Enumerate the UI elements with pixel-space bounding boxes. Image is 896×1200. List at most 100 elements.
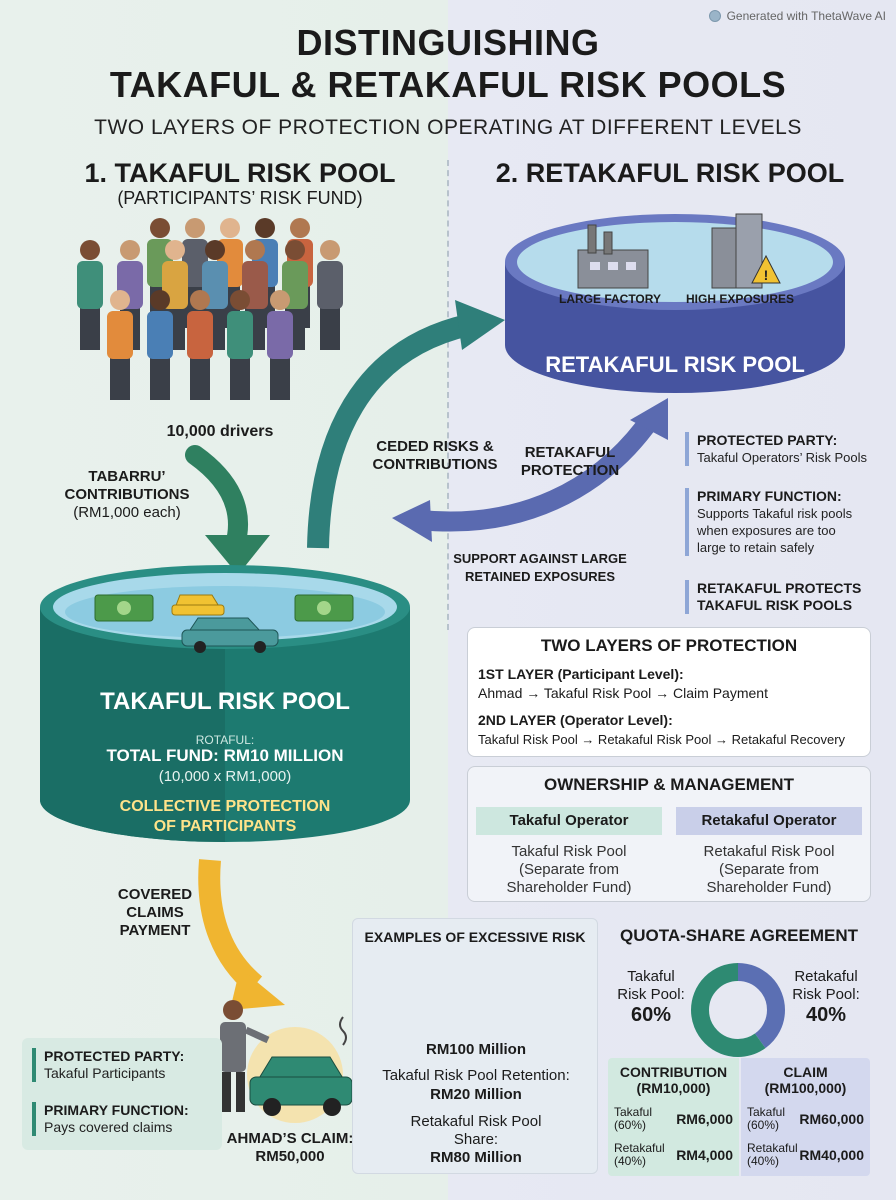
ownership-panel: OWNERSHIP & MANAGEMENT Takaful Operator … <box>467 766 871 902</box>
person-head <box>165 240 185 260</box>
info-value: Takaful Operators’ Risk Pools <box>697 450 868 465</box>
drivers-label: 10,000 drivers <box>166 423 274 440</box>
factory-icon <box>577 224 649 289</box>
protection-arrow-head-up <box>630 398 668 440</box>
share-label-line1: Retakaful Risk Pool <box>410 1113 542 1130</box>
layer1-flow: Ahmad → Takaful Risk Pool → Claim Paymen… <box>478 685 768 701</box>
ahmad-claim-value: RM50,000 <box>255 1148 325 1165</box>
examples-amount: RM100 Million <box>425 1041 526 1058</box>
person-body <box>317 261 343 309</box>
row-value: RM40,000 <box>799 1147 864 1163</box>
ceded-line2: CONTRIBUTIONS <box>372 456 498 473</box>
person-head <box>185 218 205 238</box>
protection-line2: PROTECTION <box>520 462 620 479</box>
person-head <box>285 240 305 260</box>
row-key-line1: Takaful <box>614 1105 653 1119</box>
info-value-line3: large to retain safely <box>697 540 815 555</box>
excessive-risk-panel: EXAMPLES OF EXCESSIVE RISK RM100 Million… <box>352 918 598 1174</box>
ahmad-claim: AHMAD’S CLAIM: RM50,000 <box>215 1130 365 1166</box>
watermark: Generated with ThetaWave AI <box>708 9 886 23</box>
person-body <box>187 311 213 359</box>
ownership-title: OWNERSHIP & MANAGEMENT <box>544 775 794 794</box>
protects-line2: TAKAFUL RISK POOLS <box>697 597 853 613</box>
cash-stack-icon <box>94 594 354 622</box>
row-key-line1: Takaful <box>747 1105 786 1119</box>
retakaful-pool-label: RETAKAFUL RISK POOL <box>545 352 805 377</box>
quota-retakaful-label: Retakaful Risk Pool: 40% <box>780 968 872 1027</box>
ahmad-claim-label: AHMAD’S CLAIM: <box>226 1130 354 1147</box>
protection-arrow <box>419 414 659 532</box>
row-value: RM6,000 <box>676 1111 733 1127</box>
person-head <box>320 240 340 260</box>
info-title: PROTECTED PARTY: <box>44 1048 185 1064</box>
person-head <box>110 290 130 310</box>
row-key: Takaful(60%) <box>747 1106 785 1132</box>
support-line1: SUPPORT AGAINST LARGE <box>453 551 627 566</box>
factory-label: LARGE FACTORY <box>558 292 661 306</box>
own-line3: Shareholder Fund) <box>706 879 832 896</box>
layer1-title: 1ST LAYER (Participant Level): <box>478 666 684 682</box>
row-key-line2: (60%) <box>747 1118 780 1132</box>
takaful-pool-cylinder <box>40 565 410 842</box>
total-calc: (10,000 x RM1,000) <box>158 768 292 785</box>
retakaful-primary-function: PRIMARY FUNCTION: Supports Takaful risk … <box>685 488 885 556</box>
row-key-line2: (60%) <box>614 1118 647 1132</box>
row-key-line2: (40%) <box>747 1154 780 1168</box>
claim-header-line1: CLAIM <box>783 1064 828 1080</box>
person-head <box>205 240 225 260</box>
info-title: PRIMARY FUNCTION: <box>697 488 842 504</box>
building-warning-icon: ! <box>711 213 781 289</box>
claims-arrow-head <box>230 968 285 1010</box>
person-body <box>267 311 293 359</box>
protection-line1: RETAKAFUL <box>524 444 616 461</box>
protects-line1: RETAKAFUL PROTECTS <box>697 580 862 596</box>
layer2-title: 2ND LAYER (Operator Level): <box>478 712 673 728</box>
row-key-line1: Retakaful <box>747 1141 798 1155</box>
ceded-arrow <box>307 314 471 549</box>
quota-takaful-line1: Takaful <box>627 968 675 985</box>
donut-slice-takaful <box>691 963 785 1057</box>
claims-arrow <box>198 859 263 994</box>
pool-small-text: ROTAFUL: <box>195 733 255 747</box>
person-body <box>107 311 133 359</box>
own-line1: Takaful Risk Pool <box>511 843 627 860</box>
person-legs <box>110 358 130 400</box>
retakaful-protected-party: PROTECTED PARTY: Takaful Operators’ Risk… <box>685 432 885 466</box>
person-head <box>270 290 290 310</box>
layers-title: TWO LAYERS OF PROTECTION <box>540 636 798 655</box>
crowd-icon <box>77 218 343 400</box>
quota-retakaful-line1: Retakaful <box>794 968 858 985</box>
claims-line2: CLAIMS <box>126 904 184 921</box>
total-fund: TOTAL FUND: RM10 MILLION <box>106 746 344 765</box>
table-row: Takaful(60%) RM60,000 <box>747 1106 864 1132</box>
page-title-line1: DISTINGUISHING <box>296 22 600 63</box>
collective-line2: OF PARTICIPANTS <box>153 818 297 835</box>
quota-takaful-line2: Risk Pool: <box>617 986 685 1003</box>
car-icon <box>171 594 279 653</box>
row-key-line2: (40%) <box>614 1154 647 1168</box>
claim-header: CLAIM (RM100,000) <box>741 1058 870 1102</box>
examples-title: EXAMPLES OF EXCESSIVE RISK <box>364 929 586 945</box>
layer2-flow: Takaful Risk Pool → Retakaful Risk Pool … <box>478 732 846 747</box>
protection-label: RETAKAFUL PROTECTION <box>510 444 630 480</box>
person-head <box>290 218 310 238</box>
quota-takaful-label: Takaful Risk Pool: 60% <box>605 968 697 1027</box>
claim-column: CLAIM (RM100,000) Takaful(60%) RM60,000 … <box>741 1058 870 1176</box>
contribution-arrow <box>185 445 248 555</box>
person-head <box>230 290 250 310</box>
person-head <box>255 218 275 238</box>
info-value-line2: when exposures are too <box>697 523 836 538</box>
svg-text:!: ! <box>764 267 769 283</box>
contribution-header-line2: (RM10,000) <box>636 1080 711 1096</box>
contribution-arrow-head <box>205 535 270 575</box>
person-body <box>77 261 103 309</box>
person-body <box>182 239 208 287</box>
own-line3: Shareholder Fund) <box>506 879 632 896</box>
ceded-arrow-head <box>455 300 505 350</box>
contrib-line2: CONTRIBUTIONS <box>64 486 190 503</box>
table-row: Takaful(60%) RM6,000 <box>614 1106 733 1132</box>
person-head <box>150 290 170 310</box>
support-line2: RETAINED EXPOSURES <box>464 569 615 584</box>
person-body <box>147 311 173 359</box>
retakaful-protects-note: RETAKAFUL PROTECTS TAKAFUL RISK POOLS <box>685 580 885 614</box>
